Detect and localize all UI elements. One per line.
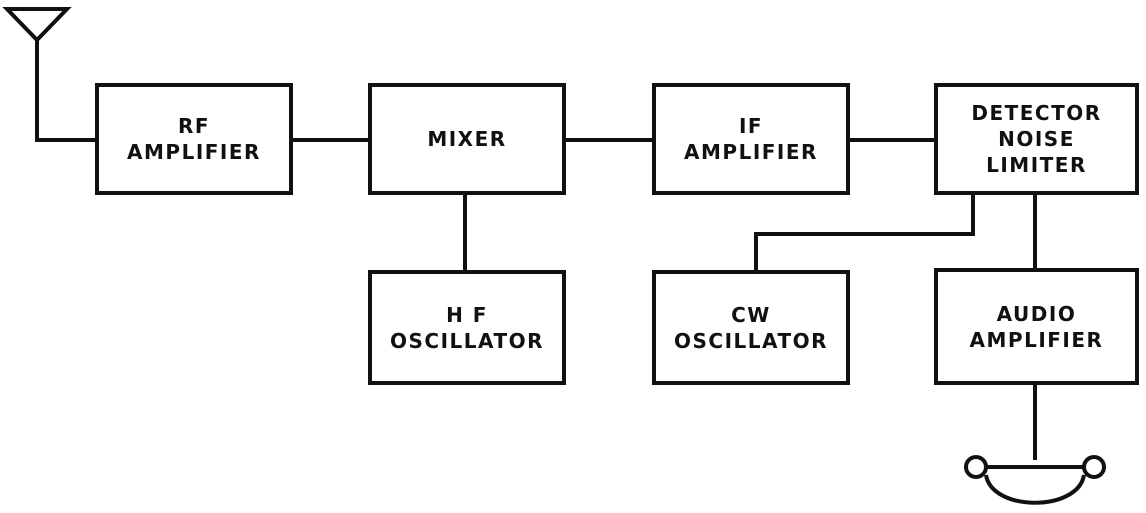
audio-amplifier-label-line-1: AUDIO xyxy=(996,301,1077,326)
audio-amplifier-label-line-2: AMPLIFIER xyxy=(969,327,1104,352)
rf-amplifier-label-line-2: AMPLIFIER xyxy=(127,140,261,164)
cw-oscillator-label-line-1: CW xyxy=(731,302,771,327)
rf-amplifier-block: RF AMPLIFIER xyxy=(95,83,293,195)
mixer-label: MIXER xyxy=(427,127,507,151)
wire-detector-to-cw-oscillator xyxy=(754,195,975,270)
detector-noise-limiter-block: DETECTOR NOISE LIMITER xyxy=(934,83,1139,195)
if-amplifier-label-line-1: IF xyxy=(738,114,764,138)
detector-label-line-1: DETECTOR xyxy=(971,101,1102,125)
cw-oscillator-label-line-2: OSCILLATOR xyxy=(674,328,828,353)
mixer-block: MIXER xyxy=(368,83,566,195)
if-amplifier-block: IF AMPLIFIER xyxy=(652,83,850,195)
detector-label-line-2: NOISE xyxy=(998,127,1075,151)
hf-oscillator-label-line-1: H F xyxy=(446,302,488,327)
headphones-icon xyxy=(964,455,1106,505)
hf-oscillator-label-line-2: OSCILLATOR xyxy=(390,328,544,353)
if-amplifier-label-line-2: AMPLIFIER xyxy=(684,140,818,164)
audio-amplifier-block: AUDIO AMPLIFIER xyxy=(934,268,1139,385)
cw-oscillator-block: CW OSCILLATOR xyxy=(652,270,850,385)
hf-oscillator-block: H F OSCILLATOR xyxy=(368,270,566,385)
rf-amplifier-label-line-1: RF xyxy=(177,114,211,138)
antenna-icon xyxy=(2,7,95,142)
detector-label-line-3: LIMITER xyxy=(986,153,1087,177)
